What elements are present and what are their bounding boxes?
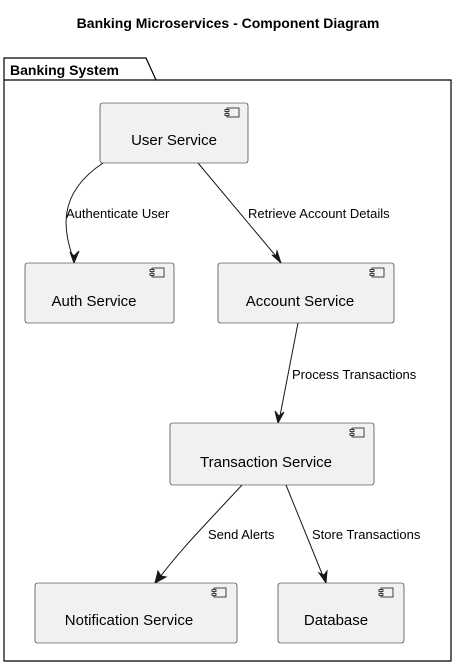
diagram-title: Banking Microservices - Component Diagra…: [77, 15, 380, 31]
component-notification-service[interactable]: Notification Service: [34, 582, 238, 644]
edge-process-transactions: [274, 322, 299, 425]
edge-authenticate-user: [65, 162, 104, 265]
component-auth-service[interactable]: Auth Service: [24, 262, 175, 324]
edge-label-authenticate-user: Authenticate User: [66, 206, 170, 221]
component-label: User Service: [131, 132, 217, 149]
edge-retrieve-account-details: [197, 162, 283, 265]
component-transaction-service[interactable]: Transaction Service: [169, 422, 375, 486]
component-icon: [224, 107, 240, 118]
component-database[interactable]: Database: [277, 582, 405, 644]
edge-label-process-transactions: Process Transactions: [292, 367, 417, 382]
edge-label-store-transactions: Store Transactions: [312, 527, 421, 542]
component-icon: [378, 587, 394, 598]
component-label: Auth Service: [51, 293, 136, 310]
package-label: Banking System: [10, 62, 119, 78]
edge-send-alerts: [154, 484, 243, 584]
component-user-service[interactable]: User Service: [99, 102, 249, 164]
edge-label-retrieve-account-details: Retrieve Account Details: [248, 206, 390, 221]
component-icon: [349, 427, 365, 438]
component-icon: [369, 267, 385, 278]
component-label: Transaction Service: [200, 454, 332, 471]
package-banking-system: Banking System: [3, 57, 452, 662]
component-account-service[interactable]: Account Service: [217, 262, 395, 324]
edge-label-send-alerts: Send Alerts: [208, 527, 275, 542]
component-label: Account Service: [246, 293, 354, 310]
component-icon: [149, 267, 165, 278]
component-label: Notification Service: [65, 612, 193, 629]
component-icon: [211, 587, 227, 598]
component-label: Database: [304, 612, 368, 629]
edge-store-transactions: [285, 484, 328, 585]
